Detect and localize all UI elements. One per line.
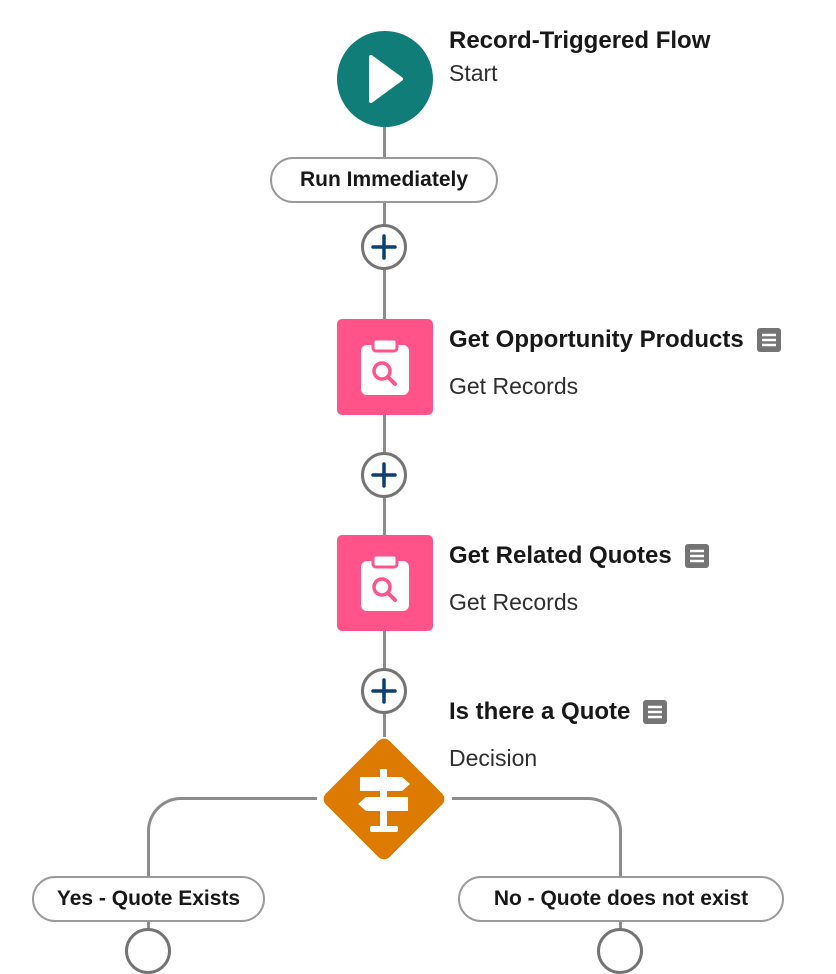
element-title-text: Get Related Quotes — [449, 542, 672, 569]
add-element-button[interactable] — [361, 452, 407, 498]
plus-icon — [371, 678, 397, 704]
connector-line — [383, 127, 386, 157]
plus-icon — [371, 234, 397, 260]
scheduled-path-text: Run Immediately — [299, 168, 469, 191]
outcome-label-yes[interactable]: Yes - Quote Exists — [32, 876, 265, 922]
description-icon[interactable] — [642, 699, 668, 725]
element-title-text: Get Opportunity Products — [449, 326, 744, 353]
decision-title: Is there a Quote — [449, 697, 668, 727]
plus-icon — [371, 462, 397, 488]
scheduled-path-label[interactable]: Run Immediately — [270, 157, 498, 203]
description-icon[interactable] — [684, 543, 710, 569]
clipboard-search-icon — [361, 553, 409, 611]
get-records-node[interactable] — [337, 319, 433, 415]
decision-node[interactable] — [320, 735, 448, 863]
start-title: Record-Triggered Flow — [449, 27, 711, 54]
get-records-node[interactable] — [337, 535, 433, 631]
element-title: Get Opportunity Products — [449, 325, 782, 355]
next-add-button-partial[interactable] — [597, 928, 643, 974]
add-element-button[interactable] — [361, 224, 407, 270]
clipboard-search-icon — [361, 337, 409, 395]
next-add-button-partial[interactable] — [125, 928, 171, 974]
add-element-button[interactable] — [361, 668, 407, 714]
outcome-text: Yes - Quote Exists — [56, 887, 241, 910]
element-subtitle: Get Records — [449, 373, 579, 399]
description-icon[interactable] — [756, 327, 782, 353]
start-node[interactable] — [337, 31, 433, 127]
element-title: Get Related Quotes — [449, 541, 710, 571]
branch-left-line — [147, 797, 317, 879]
signpost-icon — [358, 769, 410, 832]
outcome-text: No - Quote does not exist — [493, 887, 749, 910]
play-icon — [369, 55, 403, 103]
branch-right-line — [452, 797, 622, 879]
decision-title-text: Is there a Quote — [449, 698, 631, 725]
decision-subtitle: Decision — [449, 745, 538, 771]
outcome-label-no[interactable]: No - Quote does not exist — [458, 876, 784, 922]
start-subtitle: Start — [449, 60, 498, 86]
element-subtitle: Get Records — [449, 589, 579, 615]
